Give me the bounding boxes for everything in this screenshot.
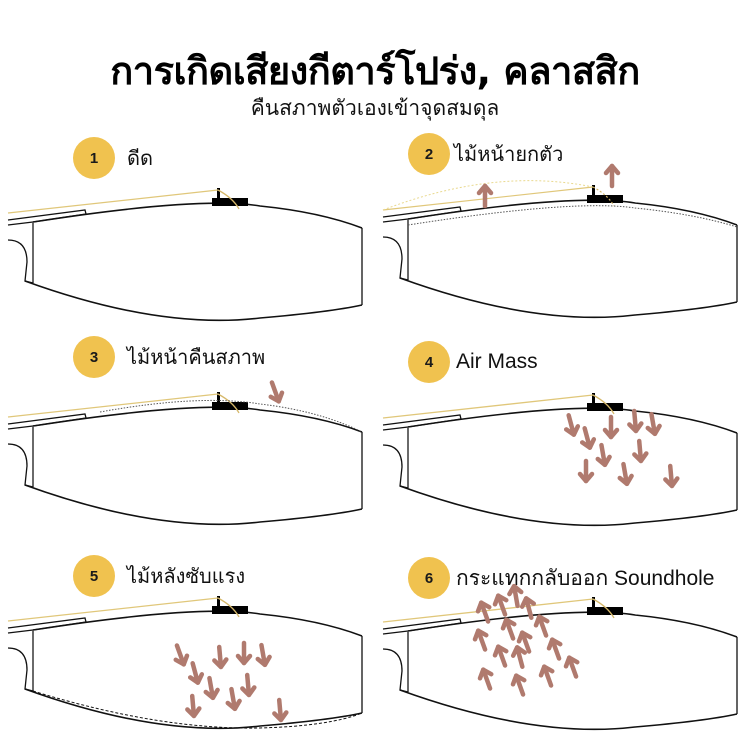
arrow-out-icon [547, 638, 565, 661]
step-2-badge: 2 [408, 133, 450, 175]
step-1-label: ดีด [127, 146, 153, 170]
step-6-badge: 6 [408, 557, 450, 599]
page-title: การเกิดเสียงกีตาร์โปร่ง, คลาสสิก [110, 49, 640, 93]
arrow-out-icon [493, 594, 511, 617]
arrow-down-icon [186, 696, 200, 717]
step-2-label: ไม้หน้ายกตัว [454, 142, 564, 166]
step-3-header: 3 ไม้หน้าคืนสภาพ [73, 336, 265, 378]
arrow-down-icon [213, 647, 227, 668]
arrow-down-icon [238, 643, 250, 663]
step-6-label: กระแทกกลับออก Soundhole [456, 566, 715, 590]
arrow-down-icon [273, 700, 287, 721]
arrow-down-icon [563, 414, 580, 436]
arrow-down-icon [633, 441, 647, 462]
step-3-badge: 3 [73, 336, 115, 378]
arrow-out-icon [473, 629, 491, 652]
arrow-up-icon [606, 166, 618, 186]
arrow-down-icon [226, 688, 241, 710]
arrow-down-icon [646, 413, 661, 435]
arrow-out-icon [478, 668, 496, 691]
step-1-badge: 1 [73, 137, 115, 179]
arrow-down-icon [171, 643, 189, 666]
arrow-down-icon [596, 444, 611, 466]
step-5-header: 5 ไม้หลังซับแรง [73, 555, 245, 597]
arrow-out-icon [564, 656, 582, 679]
panel-6-guitar [382, 585, 738, 731]
step-6-header: 6 กระแทกกลับออก Soundhole [408, 557, 714, 599]
step-4-badge: 4 [408, 341, 450, 383]
arrow-down-icon [580, 461, 592, 481]
panel-1-guitar [7, 187, 363, 322]
panel-5-guitar [7, 595, 363, 730]
arrow-down-icon [628, 411, 642, 432]
step-5-label: ไม้หลังซับแรง [127, 564, 246, 588]
arrow-out-icon [493, 645, 511, 668]
arrow-down-icon [241, 675, 255, 696]
arrow-out-icon [511, 646, 528, 668]
panel-3-guitar [7, 380, 363, 526]
step-4-label: Air Mass [456, 350, 538, 373]
arrow-out-icon [534, 615, 552, 638]
step-5-badge: 5 [73, 555, 115, 597]
step-4-header: 4 Air Mass [408, 341, 538, 383]
arrow-down-icon [579, 427, 596, 449]
arrow-down-icon [605, 417, 617, 437]
arrow-down-icon [256, 644, 271, 666]
step-3-label: ไม้หน้าคืนสภาพ [127, 345, 266, 369]
arrow-down-icon [618, 463, 633, 485]
arrow-up-icon [479, 186, 491, 206]
arrow-out-icon [539, 665, 557, 688]
step-1-header: 1 ดีด [73, 137, 153, 179]
panel-4-guitar [382, 392, 738, 527]
arrow-down-icon [266, 380, 284, 403]
arrow-out-icon [501, 618, 519, 641]
arrow-down-icon [204, 677, 219, 699]
page-subtitle: คืนสภาพตัวเองเข้าจุดสมดุล [250, 96, 500, 120]
arrow-down-icon [187, 662, 204, 684]
arrow-out-icon [511, 674, 529, 697]
arrow-down-icon [664, 466, 678, 487]
panel-2-guitar [382, 166, 738, 319]
step-2-header: 2 ไม้หน้ายกตัว [408, 133, 563, 175]
